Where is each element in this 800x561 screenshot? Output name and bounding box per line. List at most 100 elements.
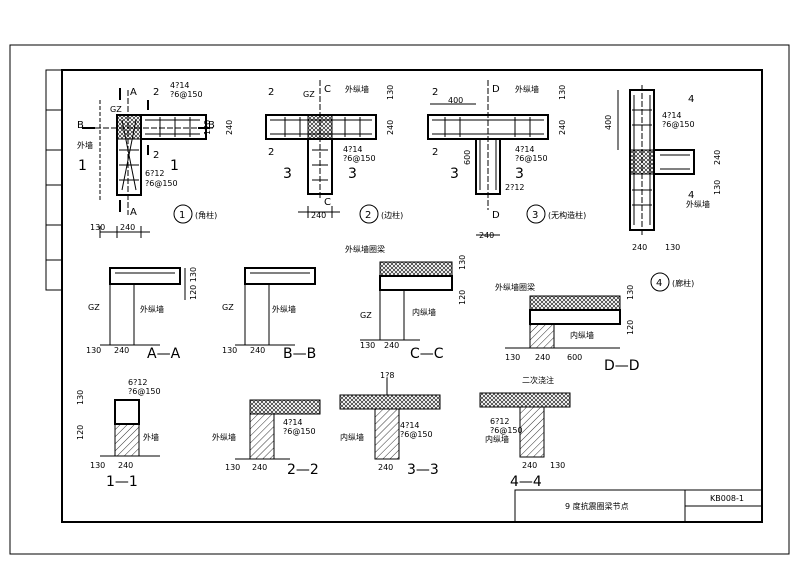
- d2-ring-bar: 4?14: [343, 145, 363, 154]
- mark-a-bottom: A: [130, 207, 137, 218]
- s22-bar: 4?14: [283, 418, 303, 427]
- mark-a-top: A: [130, 87, 137, 98]
- d4-mark-4b: 4: [688, 190, 694, 201]
- mark-b-left: B: [77, 120, 84, 131]
- section-cc: [360, 261, 453, 341]
- dd-dim-130: 130: [505, 353, 520, 362]
- d2-gz: GZ: [303, 90, 315, 99]
- section-11-title: 1—1: [106, 474, 138, 490]
- aa-gz: GZ: [88, 303, 100, 312]
- s11-dim-120v: 120: [76, 425, 85, 440]
- d4-dim-130b: 130: [665, 243, 680, 252]
- d2-mark-2a: 2: [268, 87, 274, 98]
- section-aa: [100, 267, 186, 346]
- section-cc-title: C—C: [410, 346, 444, 362]
- bb-dim-130: 130: [222, 346, 237, 355]
- d3-num: 3: [532, 210, 538, 221]
- aa-dim-130: 130: [86, 346, 101, 355]
- inner-border: [61, 69, 763, 523]
- bb-wall: 外纵墙: [272, 304, 296, 314]
- d2-mark-3a: 3: [283, 166, 292, 182]
- mark-2-mid: 2: [153, 150, 159, 161]
- mark-1-left: 1: [78, 158, 87, 174]
- d2-mark-2b: 2: [268, 147, 274, 158]
- binding-strip: [45, 69, 63, 291]
- s22-dim-240: 240: [252, 463, 267, 472]
- d3-mark-3b: 3: [515, 166, 524, 182]
- bb-gz: GZ: [222, 303, 234, 312]
- aa-dim-120: 120 130: [189, 267, 198, 300]
- d3-label: (无构造柱): [548, 210, 586, 220]
- s44-dim-240: 240: [522, 461, 537, 470]
- d2-ring-stirrup: ?6@150: [343, 154, 376, 163]
- s11-bar: 6?12: [128, 378, 148, 387]
- dd-dim-120v: 120: [626, 320, 635, 335]
- d1-outer-wall: 外墙: [77, 140, 93, 150]
- mark-1-right: 1: [170, 158, 179, 174]
- s33-dim-240: 240: [378, 463, 393, 472]
- d1-dim-240: 240: [225, 120, 234, 135]
- dd-dim-600: 600: [567, 353, 582, 362]
- d1-gz: GZ: [110, 105, 122, 114]
- d4-num: 4: [656, 278, 662, 289]
- d2-dim-240: 240: [386, 120, 395, 135]
- section-3-3: [339, 378, 441, 460]
- dd-wall: 内纵墙: [570, 330, 594, 340]
- s11-dim-240: 240: [118, 461, 133, 470]
- d2-num: 2: [365, 210, 371, 221]
- s33-stirrup: ?6@150: [400, 430, 433, 439]
- aa-dim-240: 240: [114, 346, 129, 355]
- d3-dim-240b: 240: [479, 231, 494, 240]
- mark-d-bottom: D: [492, 210, 500, 221]
- s22-wall: 外纵墙: [212, 432, 236, 442]
- d1-dim-130: 130: [90, 223, 105, 232]
- detail-3-no-column: [427, 80, 549, 236]
- bb-dim-240: 240: [250, 346, 265, 355]
- d2-dim-240b: 240: [311, 211, 326, 220]
- d2-mark-3b: 3: [348, 166, 357, 182]
- s44-pour: 二次浇注: [522, 375, 554, 385]
- s11-stirrup: ?6@150: [128, 387, 161, 396]
- s44-stirrup: ?6@150: [490, 426, 523, 435]
- section-aa-title: A—A: [147, 346, 181, 362]
- s11-dim-130: 130: [90, 461, 105, 470]
- section-2-2: [235, 399, 321, 460]
- cc-dim-240: 240: [384, 341, 399, 350]
- s44-dim-130: 130: [550, 461, 565, 470]
- d1-col-stirrup: ?6@150: [145, 179, 178, 188]
- d4-ring-stirrup: ?6@150: [662, 120, 695, 129]
- d1-num: 1: [179, 210, 185, 221]
- section-33-title: 3—3: [407, 462, 439, 478]
- cc-dim-130v: 130: [458, 255, 467, 270]
- section-4-4: [479, 392, 571, 458]
- d2-label: (边柱): [381, 210, 403, 220]
- d1-dim-120: 120: [203, 120, 212, 135]
- d3-mark-3a: 3: [450, 166, 459, 182]
- s11-wall: 外墙: [143, 432, 159, 442]
- mark-b-right: B: [208, 120, 215, 131]
- detail-4-corridor-column: [617, 85, 695, 292]
- s22-stirrup: ?6@150: [283, 427, 316, 436]
- d3-dim-130: 130: [558, 85, 567, 100]
- d1-ring-bar: 4?14: [170, 81, 190, 90]
- s44-bar: 6?12: [490, 417, 510, 426]
- title-block-title: 9 度抗震圈梁节点: [565, 501, 629, 511]
- d1-label: (角柱): [195, 210, 217, 220]
- title-block-code: KB008-1: [710, 494, 744, 503]
- section-dd: [505, 295, 621, 349]
- cc-wall: 内纵墙: [412, 307, 436, 317]
- d3-mark-2a: 2: [432, 87, 438, 98]
- d1-dim-240b: 240: [120, 223, 135, 232]
- section-dd-title: D—D: [604, 358, 640, 374]
- mark-d-top: D: [492, 84, 500, 95]
- detail-1-corner-column: [82, 88, 215, 238]
- d4-mark-4a: 4: [688, 94, 694, 105]
- d4-outer-wall: 外纵墙: [686, 199, 710, 209]
- d3-dim-600: 600: [463, 150, 472, 165]
- d2-dim-130: 130: [386, 85, 395, 100]
- d3-bar: 2?12: [505, 183, 525, 192]
- mark-c-top: C: [324, 84, 331, 95]
- d3-outer-wall: 外纵墙: [515, 84, 539, 94]
- outer-border: [9, 44, 790, 555]
